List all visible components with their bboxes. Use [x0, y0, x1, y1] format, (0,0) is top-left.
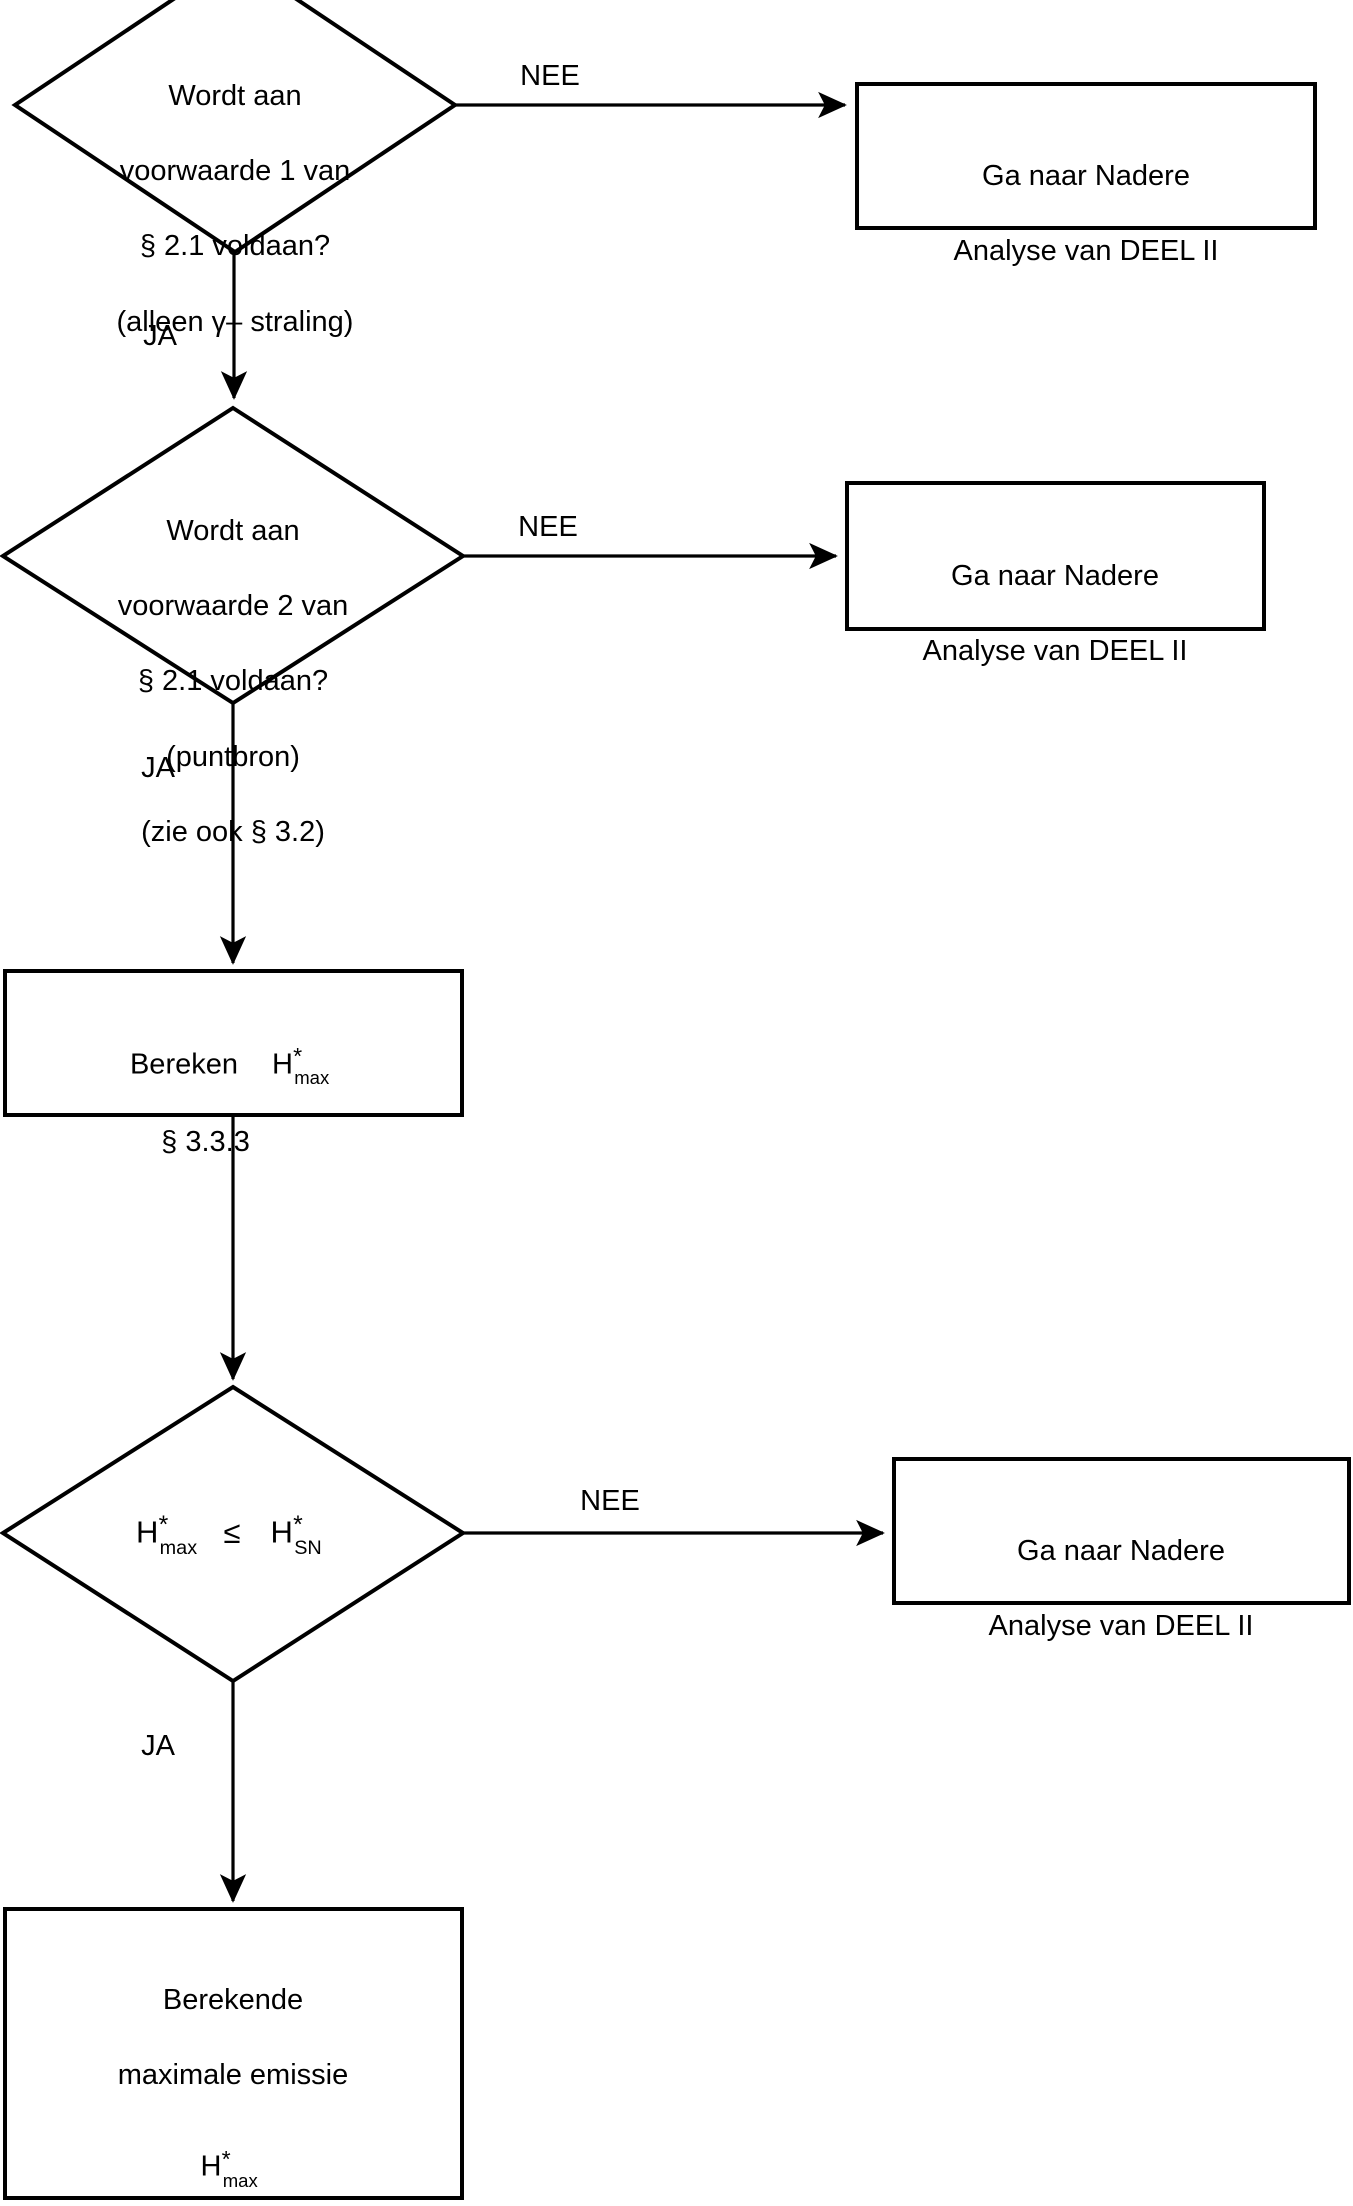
edge-label-d2-no: NEE — [518, 511, 578, 543]
decision-3-shape — [0, 1384, 467, 1684]
decision-1-shape — [11, 0, 459, 255]
edge-label-d2-yes: JA — [141, 752, 175, 784]
box-2-shape — [845, 481, 1266, 631]
edge-label-d1-no: NEE — [520, 60, 580, 92]
edge-label-d3-yes: JA — [141, 1730, 175, 1762]
calc-box-shape — [3, 969, 464, 1117]
decision-2-shape — [0, 405, 467, 706]
edge-label-d3-no: NEE — [580, 1485, 640, 1517]
box-3-shape — [892, 1457, 1351, 1605]
box-1-shape — [855, 82, 1317, 230]
final-box-shape — [3, 1907, 464, 2200]
edge-label-d1-yes: JA — [143, 320, 177, 352]
